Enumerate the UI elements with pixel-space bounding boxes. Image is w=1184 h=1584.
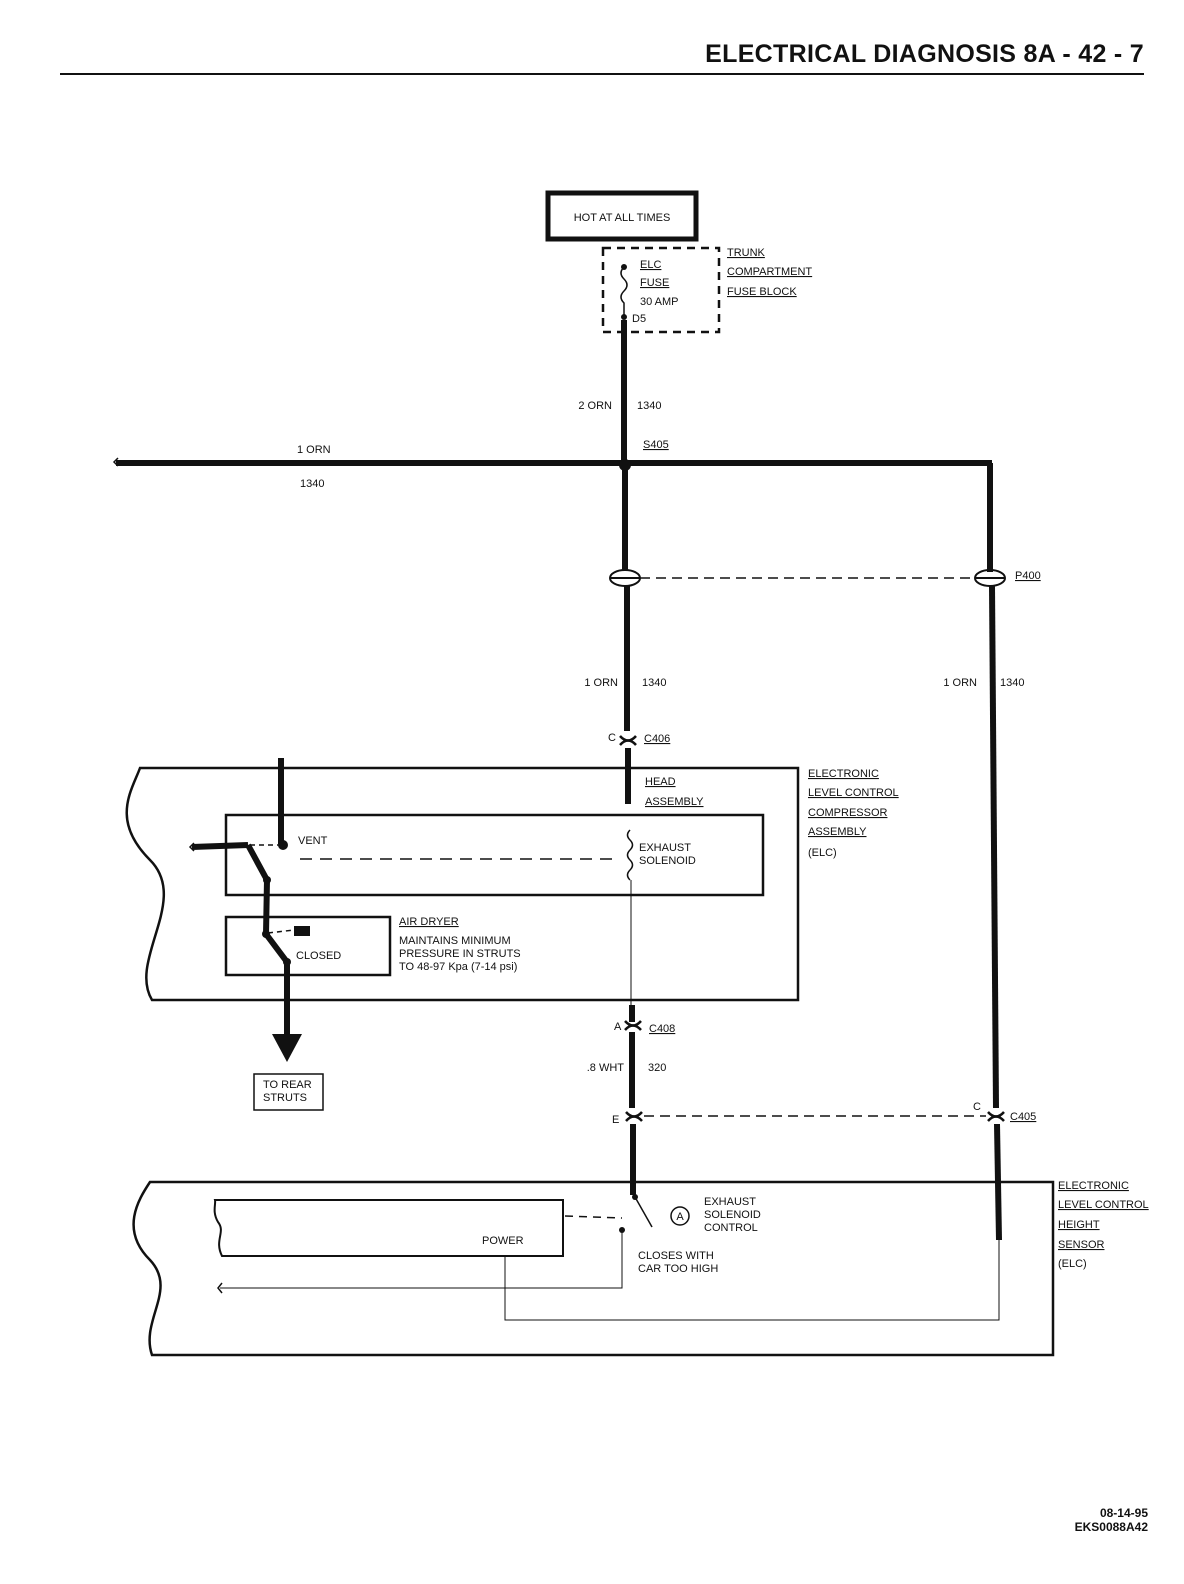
p400-label: P400 [1015, 570, 1041, 582]
c405-control-pin: E [612, 1114, 619, 1126]
wire-head-feed-gauge: 1 ORN [584, 677, 618, 689]
air-dryer-box [224, 915, 392, 977]
to-rear-struts-line2: STRUTS [263, 1092, 307, 1104]
fuse-block: ELC FUSE 30 AMP D5 TRUNK COMPARTMENT FUS… [601, 246, 812, 334]
page-footer: 08-14-95 EKS0088A42 [1075, 1506, 1148, 1534]
fuse-rating: 30 AMP [640, 296, 679, 308]
to-rear-struts-box [253, 1073, 324, 1111]
fuse-word: FUSE [640, 277, 669, 289]
fuse-terminal-d5: D5 [632, 313, 646, 325]
switch-marker-circle [670, 1206, 690, 1226]
air-dryer-note-line3: TO 48-97 Kpa (7-14 psi) [399, 961, 517, 973]
air-line-joint-3 [283, 958, 291, 966]
p400-grommet-left [609, 569, 641, 587]
vent-label: VENT [298, 835, 328, 847]
air-line-joint-2 [262, 930, 270, 938]
c406-label: C406 [644, 733, 670, 745]
switch-ground-continuation-mark [217, 1282, 223, 1294]
hot-at-all-times-box: HOT AT ALL TIMES [545, 190, 699, 242]
fuse-block-name-line3: FUSE BLOCK [727, 286, 797, 298]
exhaust-solenoid-line2: SOLENOID [639, 855, 696, 867]
wire-sensor-feed-gauge: 1 ORN [943, 677, 977, 689]
dryer-valve-link-dashed [267, 929, 295, 934]
height-sensor-name-line3: HEIGHT [1058, 1219, 1100, 1231]
power-label: POWER [482, 1235, 524, 1247]
c408-connector: A C408 [614, 1020, 675, 1035]
to-rear-struts-line1: TO REAR [263, 1079, 312, 1091]
page-header-title: ELECTRICAL DIAGNOSIS 8A - 42 - 7 [705, 40, 1144, 68]
exhaust-solenoid-line1: EXHAUST [639, 842, 691, 854]
c405-control-connector: E [612, 1111, 643, 1126]
header-rule [60, 73, 1144, 75]
splice-s405-label: S405 [643, 439, 669, 451]
wire-left-branch-circuit: 1340 [300, 478, 324, 490]
c408-pin: A [614, 1021, 622, 1033]
wire-fuse-out-gauge: 2 ORN [578, 400, 612, 412]
wire-control-gauge: .8 WHT [587, 1062, 625, 1074]
air-line-to-struts [245, 843, 290, 1035]
air-dryer-note-line1: MAINTAINS MINIMUM [399, 935, 511, 947]
air-dryer-note-line2: PRESSURE IN STRUTS [399, 948, 521, 960]
c406-connector: C C406 [608, 732, 670, 746]
wire-sensor-feed-circuit: 1340 [1000, 677, 1024, 689]
vent-port-dot [278, 840, 288, 850]
power-switch-link-dashed [564, 1215, 623, 1219]
switch-name-line3: CONTROL [704, 1222, 758, 1234]
switch-blade [634, 1196, 653, 1228]
p400-grommet-right [974, 569, 1006, 587]
switch-bottom-terminal [619, 1227, 625, 1233]
footer-date: 08-14-95 [1099, 1506, 1148, 1520]
head-assembly-line1: HEAD [645, 776, 676, 788]
compressor-name-line5: (ELC) [808, 847, 837, 859]
switch-note-line1: CLOSES WITH [638, 1250, 714, 1262]
compressor-name-line3: COMPRESSOR [808, 807, 888, 819]
wire-sensor-feed [989, 585, 999, 1109]
wire-head-feed-circuit: 1340 [642, 677, 666, 689]
dryer-valve-block [294, 926, 310, 936]
switch-marker-letter: A [676, 1211, 684, 1223]
fuse-block-name-line2: COMPARTMENT [727, 266, 812, 278]
compressor-name-line4: ASSEMBLY [808, 826, 867, 838]
height-sensor-name-line4: SENSOR [1058, 1239, 1105, 1251]
closed-label: CLOSED [296, 950, 341, 962]
compressor-name-line1: ELECTRONIC [808, 768, 879, 780]
switch-note-line2: CAR TOO HIGH [638, 1263, 718, 1275]
c405-feed-pin: C [973, 1101, 981, 1113]
switch-name-line2: SOLENOID [704, 1209, 761, 1221]
fuse-bottom-terminal [621, 314, 627, 320]
exhaust-solenoid-coil [626, 829, 634, 881]
compressor-name-line2: LEVEL CONTROL [808, 787, 899, 799]
height-sensor-boundary [132, 1180, 1055, 1357]
c405-feed-label: C405 [1010, 1111, 1036, 1123]
c408-label: C408 [649, 1023, 675, 1035]
wire-fuse-out-circuit: 1340 [637, 400, 661, 412]
air-dryer-label: AIR DRYER [399, 916, 459, 928]
height-sensor-name-line1: ELECTRONIC [1058, 1180, 1129, 1192]
switch-ground-wire [220, 1232, 623, 1289]
c405-feed-connector: C C405 [973, 1101, 1036, 1123]
head-assembly-line2: ASSEMBLY [645, 796, 704, 808]
switch-name-line1: EXHAUST [704, 1196, 756, 1208]
power-feed-wire [504, 1240, 1000, 1321]
height-sensor-name-line2: LEVEL CONTROL [1058, 1199, 1149, 1211]
compressor-assembly-boundary [125, 766, 800, 1002]
power-module-box [213, 1199, 564, 1257]
to-rear-struts-arrow [272, 1034, 302, 1062]
footer-code: EKS0088A42 [1074, 1520, 1148, 1534]
c406-pin: C [608, 732, 616, 744]
exhaust-solenoid-box [224, 813, 765, 897]
fuse-block-name-line1: TRUNK [727, 247, 766, 259]
air-line-joint-1 [263, 876, 271, 884]
vent-line-left [191, 842, 249, 850]
fuse-name: ELC [640, 259, 661, 271]
hot-at-all-times-label: HOT AT ALL TIMES [574, 212, 671, 224]
height-sensor-name-line5: (ELC) [1058, 1258, 1087, 1270]
wire-control-circuit: 320 [648, 1062, 666, 1074]
wire-left-branch-gauge: 1 ORN [297, 444, 331, 456]
fuse-symbol [620, 266, 628, 317]
